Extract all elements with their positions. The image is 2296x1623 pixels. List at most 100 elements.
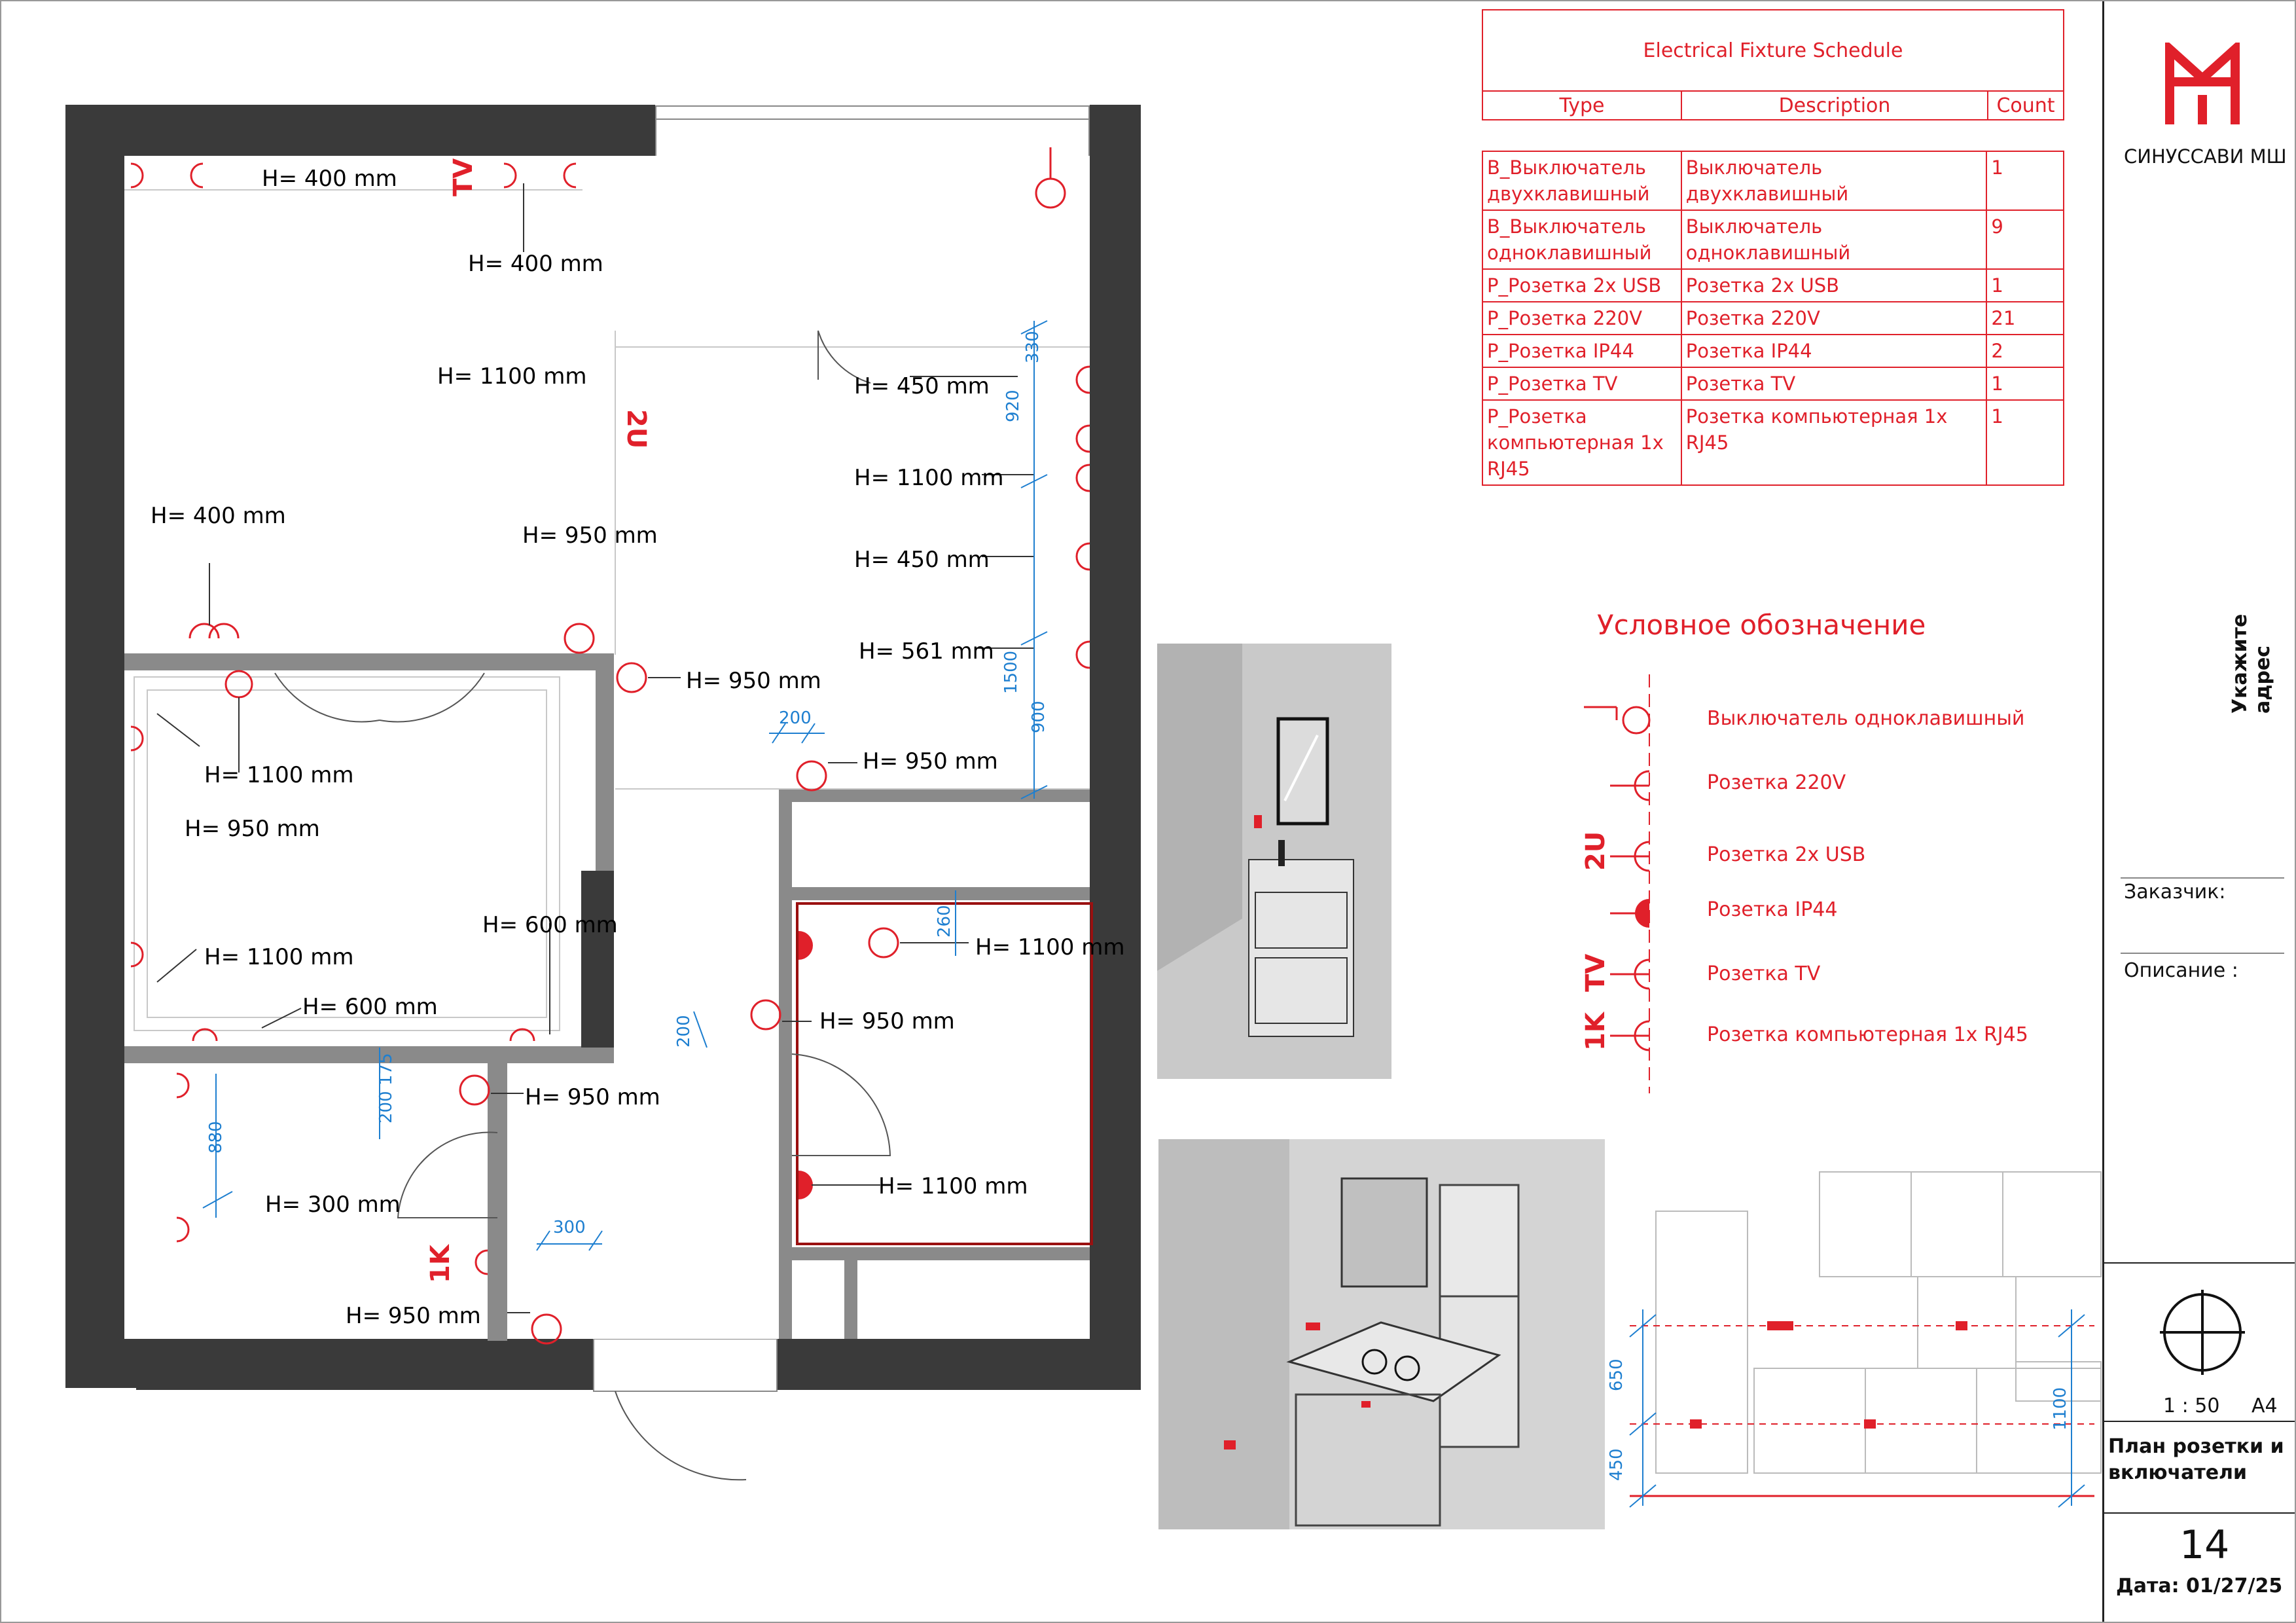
legend-symbols bbox=[1584, 674, 1651, 1093]
dimension-value: 300 bbox=[553, 1218, 586, 1237]
schedule-col-description: Description bbox=[1682, 92, 1988, 119]
legend-label: Розетка IP44 bbox=[1707, 898, 1838, 921]
height-label: H= 950 mm bbox=[863, 748, 998, 775]
kitchen-elevation bbox=[1629, 1171, 2102, 1508]
height-label: H= 600 mm bbox=[302, 994, 438, 1020]
dimension-value: 200 bbox=[674, 1015, 694, 1048]
floor-plan bbox=[65, 105, 1141, 1481]
company-logo bbox=[2165, 43, 2240, 124]
dimension-value: 920 bbox=[1003, 390, 1023, 422]
tag-2u: 2U bbox=[621, 409, 651, 449]
height-label: H= 1100 mm bbox=[854, 465, 1004, 491]
cell-description: Выключатель двухклавишный bbox=[1680, 151, 1988, 211]
legend-label: Розетка компьютерная 1x RJ45 bbox=[1707, 1023, 2028, 1046]
ip44-sockets bbox=[798, 931, 813, 1199]
leaders bbox=[156, 183, 1034, 1313]
cell-type: B_Выключатель двухклавишный bbox=[1482, 151, 1682, 211]
legend-prefix: 1K bbox=[1581, 1012, 1611, 1051]
cell-count: 1 bbox=[1986, 399, 2064, 486]
dimension-value: 1500 bbox=[1001, 650, 1021, 694]
height-label: H= 1100 mm bbox=[878, 1173, 1028, 1199]
cell-count: 21 bbox=[1986, 301, 2064, 335]
height-label: H= 1100 mm bbox=[975, 934, 1125, 960]
dimension-value: 900 bbox=[1029, 701, 1049, 733]
dimension-value: 330 bbox=[1023, 331, 1043, 363]
legend-label: Розетка 220V bbox=[1707, 771, 1846, 794]
partitions bbox=[124, 653, 1090, 1341]
legend-title: Условное обозначение bbox=[1597, 609, 1926, 641]
tag-1k: 1K bbox=[425, 1245, 456, 1283]
dimension-value: 200 bbox=[376, 1091, 396, 1123]
schedule-header: Type Description Count bbox=[1482, 90, 2064, 120]
company-name: СИНУССАВИ МШ bbox=[2124, 145, 2287, 168]
cell-count: 1 bbox=[1986, 367, 2064, 401]
cell-count: 1 bbox=[1986, 268, 2064, 302]
cell-count: 2 bbox=[1986, 334, 2064, 368]
elevation-dimension: 650 bbox=[1607, 1359, 1626, 1391]
north-symbol bbox=[2160, 1290, 2245, 1375]
cell-count: 9 bbox=[1986, 210, 2064, 270]
height-label: H= 950 mm bbox=[522, 522, 658, 549]
elevation-dimension: 450 bbox=[1607, 1448, 1626, 1481]
schedule-title: Electrical Fixture Schedule bbox=[1482, 9, 2064, 90]
schedule-col-count: Count bbox=[1996, 94, 2055, 117]
legend-label: Розетка TV bbox=[1707, 962, 1821, 985]
height-label: H= 950 mm bbox=[819, 1008, 955, 1034]
dimension-value: 175 bbox=[376, 1053, 396, 1085]
height-label: H= 450 mm bbox=[854, 373, 990, 399]
height-label: H= 950 mm bbox=[185, 816, 320, 842]
cell-description: Розетка компьютерная 1x RJ45 bbox=[1680, 399, 1988, 486]
height-label: H= 1100 mm bbox=[437, 363, 587, 390]
cell-description: Розетка 2x USB bbox=[1680, 268, 1988, 302]
elevation-dimension: 1100 bbox=[2051, 1387, 2070, 1431]
cell-type: P_Розетка 2x USB bbox=[1482, 268, 1682, 302]
height-label: H= 561 mm bbox=[859, 638, 994, 665]
customer-label: Заказчик: bbox=[2124, 881, 2226, 903]
cell-description: Выключатель одноклавишный bbox=[1680, 210, 1988, 270]
height-label: H= 950 mm bbox=[525, 1084, 660, 1110]
bathroom-render bbox=[1157, 644, 1391, 1079]
height-label: H= 950 mm bbox=[686, 668, 821, 694]
bathroom-outline bbox=[796, 902, 1093, 1245]
cell-description: Розетка 220V bbox=[1680, 301, 1988, 335]
kitchen-render bbox=[1158, 1139, 1605, 1529]
cell-type: P_Розетка TV bbox=[1482, 367, 1682, 401]
schedule-col-type: Type bbox=[1483, 92, 1682, 119]
legend-label: Розетка 2x USB bbox=[1707, 843, 1866, 866]
cell-type: P_Розетка компьютерная 1x RJ45 bbox=[1482, 399, 1682, 486]
address: Укажите адрес bbox=[2229, 613, 2274, 714]
height-label: H= 950 mm bbox=[346, 1303, 481, 1329]
height-label: H= 450 mm bbox=[854, 547, 990, 573]
dimension-lines bbox=[202, 320, 1048, 1251]
title-block: СИНУССАВИ МШ Укажите адрес Заказчик: Опи… bbox=[2102, 0, 2296, 1623]
height-label: H= 400 mm bbox=[151, 503, 286, 529]
tag-tv: TV bbox=[448, 158, 478, 196]
cell-description: Розетка IP44 bbox=[1680, 334, 1988, 368]
height-label: H= 400 mm bbox=[468, 251, 603, 277]
height-label: H= 300 mm bbox=[265, 1192, 401, 1218]
cell-type: P_Розетка 220V bbox=[1482, 301, 1682, 335]
cell-type: P_Розетка IP44 bbox=[1482, 334, 1682, 368]
socket-symbols bbox=[130, 147, 1090, 1345]
legend-prefix: 2U bbox=[1581, 831, 1611, 871]
dimension-value: 260 bbox=[935, 905, 954, 938]
description-label: Описание : bbox=[2124, 959, 2238, 982]
legend-prefix: TV bbox=[1581, 953, 1611, 992]
wall-left bbox=[65, 105, 124, 1077]
doors bbox=[274, 330, 891, 1481]
cell-description: Розетка TV bbox=[1680, 367, 1988, 401]
date: Дата: 01/27/25 bbox=[2116, 1575, 2283, 1597]
legend-label: Выключатель одноклавишный bbox=[1707, 707, 2025, 730]
scale: 1 : 50 bbox=[2163, 1395, 2220, 1417]
height-label: H= 1100 mm bbox=[204, 762, 354, 788]
wall-top-left bbox=[65, 105, 655, 156]
